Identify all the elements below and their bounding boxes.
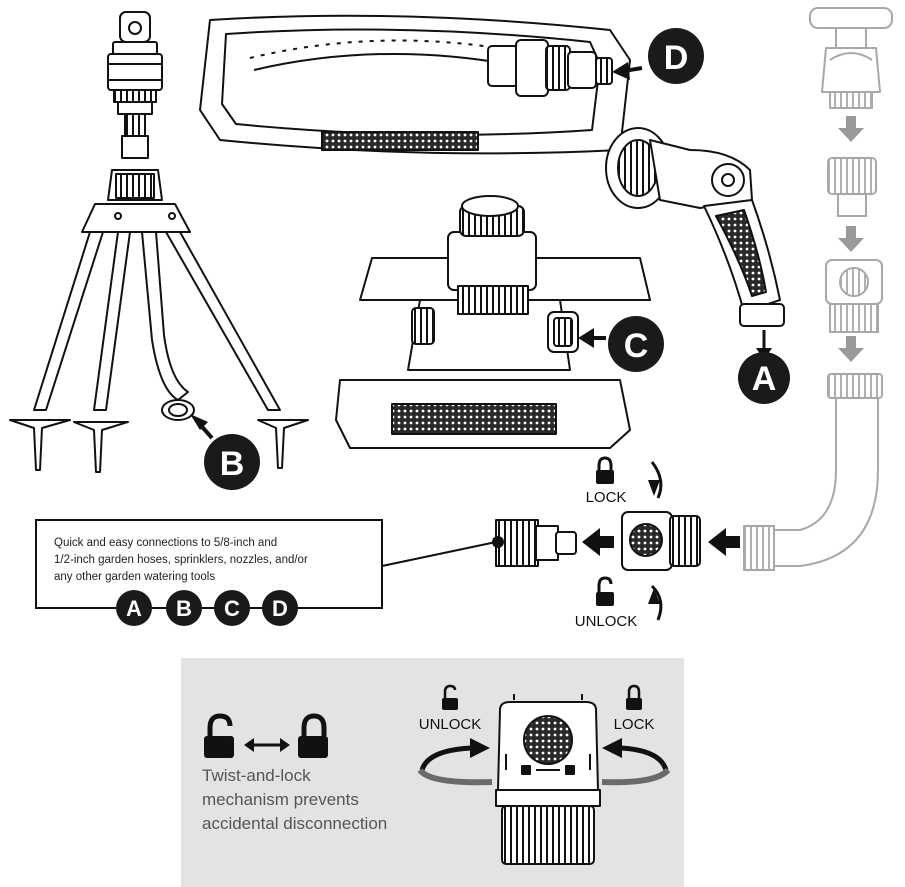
garden-hose-illustration [743, 373, 883, 571]
description-line-1: Quick and easy connections to 5/8-inch a… [54, 537, 277, 549]
tripod-sprinkler-illustration [9, 11, 309, 473]
panel-unlock-label: UNLOCK [419, 716, 482, 733]
badge-b-letter: B [176, 596, 192, 621]
callout-c-letter: C [624, 327, 649, 365]
twist-lock-info-panel: Twist-and-lock mechanism prevents accide… [181, 658, 684, 887]
quick-connector-illustration [495, 511, 701, 571]
badge-d: D [262, 590, 298, 626]
connector-detail-illustration [495, 694, 601, 865]
description-box: Quick and easy connections to 5/8-inch a… [35, 519, 504, 626]
rotation-arrowheads [648, 480, 660, 604]
callout-c: C [578, 316, 664, 372]
panel-rotate-left-arrow [417, 738, 493, 786]
connector-lock-label: LOCK [586, 489, 627, 506]
connector-unlock-label: UNLOCK [575, 613, 638, 630]
rotary-sprinkler-illustration [335, 195, 651, 449]
lock-closed-large-icon [298, 713, 328, 758]
caption-line-2: mechanism prevents [202, 790, 359, 809]
badge-b: B [166, 590, 202, 626]
callout-a: A [738, 330, 790, 404]
caption-line-1: Twist-and-lock [202, 766, 311, 785]
callout-b-letter: B [220, 445, 245, 483]
quick-connector-grey-illustration [825, 259, 883, 333]
description-line-2: 1/2-inch garden hoses, sprinklers, nozzl… [54, 554, 308, 566]
panel-rotate-right-arrow [601, 738, 671, 786]
caption-line-3: accidental disconnection [202, 814, 387, 833]
callout-a-letter: A [752, 360, 777, 398]
lock-open-icon [596, 576, 614, 606]
double-arrow-icon [244, 738, 290, 752]
hose-bib-illustration [809, 7, 893, 109]
badge-a-letter: A [126, 596, 142, 621]
lock-open-large-icon [204, 713, 234, 758]
panel-lock-icon [626, 684, 642, 710]
hose-adapter-illustration [827, 157, 877, 217]
callout-d-letter: D [664, 39, 689, 77]
badge-d-letter: D [272, 596, 288, 621]
spray-nozzle-illustration [605, 127, 785, 327]
badge-a: A [116, 590, 152, 626]
callout-b: B [190, 414, 260, 490]
badge-c-letter: C [224, 596, 240, 621]
flow-arrows-dark [582, 528, 740, 556]
callout-d: D [612, 28, 704, 84]
panel-unlock-icon [442, 684, 458, 710]
oscillating-sprinkler-illustration [199, 14, 631, 155]
lock-closed-icon [596, 456, 614, 484]
flow-arrows-grey [838, 116, 864, 362]
panel-lock-label: LOCK [614, 716, 655, 733]
description-line-3: any other garden watering tools [54, 571, 215, 583]
badge-c: C [214, 590, 250, 626]
